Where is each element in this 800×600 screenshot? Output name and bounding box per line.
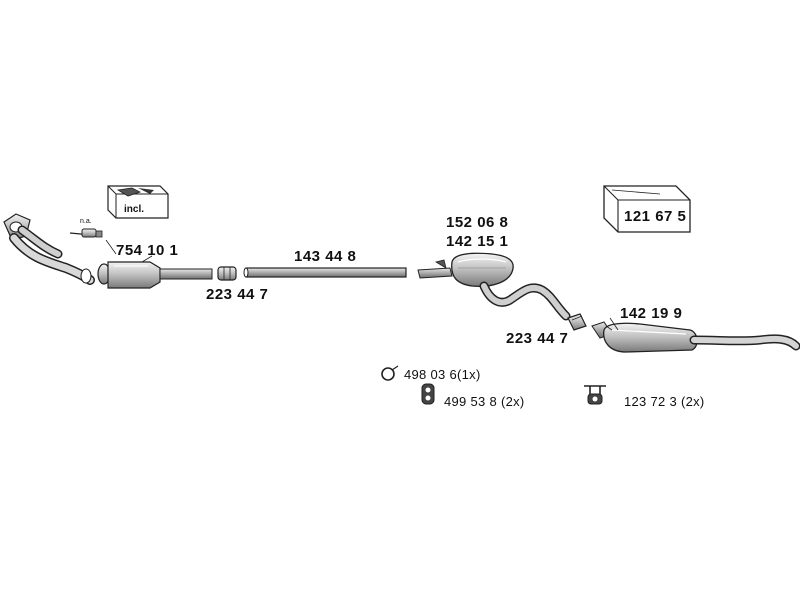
mounting-item-3-number: 123 72 3 — [624, 394, 678, 409]
rear-silencer-number: 142 19 9 — [620, 305, 683, 322]
mounting-item-2-number: 499 53 8 — [444, 394, 498, 409]
mounting-item-3-qty: (2x) — [680, 394, 705, 409]
mounting-item-1-number: 498 03 6 — [404, 367, 458, 382]
included-parts-box — [107, 185, 169, 219]
mounting-item-1-qty: (1x) — [457, 367, 481, 382]
lambda-sensor-icon — [69, 228, 117, 255]
ring-mount-icon — [381, 365, 399, 381]
middle-pipe-number: 143 44 8 — [294, 248, 357, 265]
catalytic-converter — [97, 255, 213, 289]
middle-silencer-number-b: 142 15 1 — [446, 233, 509, 250]
rubber-hanger-icon — [421, 383, 435, 405]
mounting-item-2-qty: (2x) — [500, 394, 525, 409]
mounting-item-3: 123 72 3 (2x) — [624, 394, 705, 409]
mounting-item-1: 498 03 6(1x) — [404, 367, 481, 382]
rear-clamp-icon — [567, 313, 587, 331]
mounting-item-2: 499 53 8 (2x) — [444, 394, 525, 409]
mounting-kit-box — [603, 185, 691, 233]
middle-silencer-number-a: 152 06 8 — [446, 214, 509, 231]
mounting-kit-number: 121 67 5 — [624, 208, 687, 225]
front-downpipe — [3, 213, 95, 285]
bracket-hanger-icon — [584, 385, 606, 405]
middle-silencer — [417, 252, 571, 321]
incl-label: incl. — [124, 204, 145, 215]
front-clamp-icon — [217, 266, 237, 281]
sensor-note: n.a. — [80, 218, 92, 225]
middle-pipe — [243, 267, 407, 278]
catalytic-converter-number: 754 10 1 — [116, 242, 179, 259]
rear-clamp-number: 223 44 7 — [506, 330, 569, 347]
rear-silencer — [591, 317, 800, 353]
front-clamp-number: 223 44 7 — [206, 286, 269, 303]
